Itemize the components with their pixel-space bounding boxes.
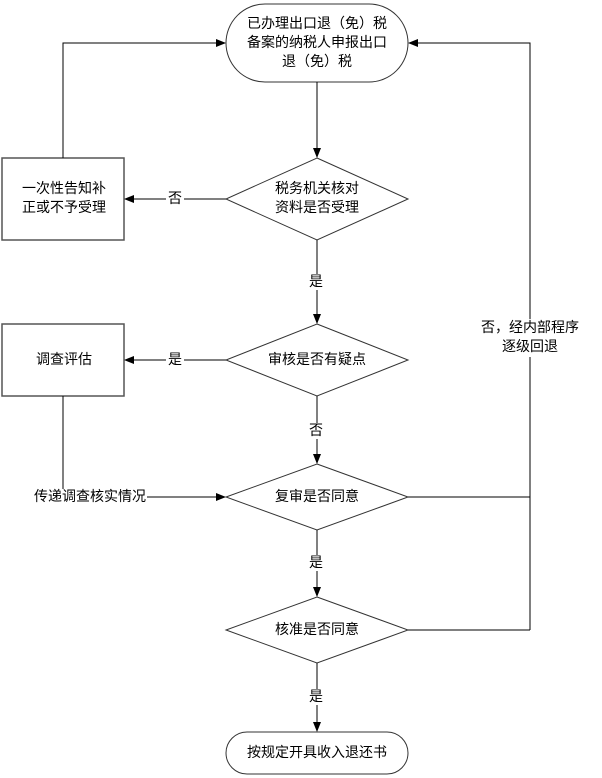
reject-box-label: 一次性告知补 正或不予受理 <box>2 158 126 240</box>
edge-label-doubt-no: 否 <box>309 423 323 439</box>
decision-accept-line-1: 税务机关核对 <box>275 181 359 197</box>
end-terminator <box>225 731 409 775</box>
edge-reject-to-start <box>62 39 226 158</box>
edge-label-review-yes: 是 <box>309 555 323 571</box>
start-label-line-1: 已办理出口退（免）税 <box>247 15 387 32</box>
edge-return-to-start <box>408 39 531 630</box>
edge-label-accept-no: 否 <box>166 191 184 207</box>
investigate-box-label: 调查评估 <box>2 324 126 396</box>
edge-label-investigate-result: 传递调查核实情况 <box>33 489 147 505</box>
edge-label-approve-yes: 是 <box>309 689 323 705</box>
edge-label-return: 否，经内部程序 逐级回退 <box>470 319 590 357</box>
decision-accept-label: 税务机关核对 资料是否受理 <box>250 178 384 220</box>
start-label-line-3: 退（免）税 <box>282 53 352 70</box>
edge-label-doubt-yes: 是 <box>166 352 184 368</box>
decision-approve-label: 核准是否同意 <box>250 620 384 640</box>
reject-box <box>1 157 125 241</box>
edge-investigate-to-review <box>62 396 226 501</box>
decision-review-label: 复审是否同意 <box>250 487 384 507</box>
investigate-box <box>1 323 125 397</box>
edge-label-accept-yes: 是 <box>309 274 323 290</box>
edge-label-return-line-1: 否，经内部程序 <box>481 319 579 338</box>
decision-doubt-line-1: 审核是否有疑点 <box>268 351 366 368</box>
end-label: 按规定开具收入退还书 <box>226 732 408 774</box>
decision-review-line-1: 复审是否同意 <box>275 488 359 505</box>
investigate-box-line-1: 调查评估 <box>36 351 92 368</box>
start-label: 已办理出口退（免）税 备案的纳税人申报出口 退（免）税 <box>230 6 404 80</box>
decision-doubt-label: 审核是否有疑点 <box>250 350 384 370</box>
reject-box-line-1: 一次性告知补 <box>22 181 106 197</box>
decision-accept-line-2: 资料是否受理 <box>275 200 359 216</box>
start-label-line-2: 备案的纳税人申报出口 <box>247 34 387 51</box>
edge-label-return-line-2: 逐级回退 <box>502 338 558 357</box>
reject-box-line-2: 正或不予受理 <box>22 200 106 216</box>
end-label-line-1: 按规定开具收入退还书 <box>247 744 387 761</box>
decision-approve-line-1: 核准是否同意 <box>275 621 359 638</box>
